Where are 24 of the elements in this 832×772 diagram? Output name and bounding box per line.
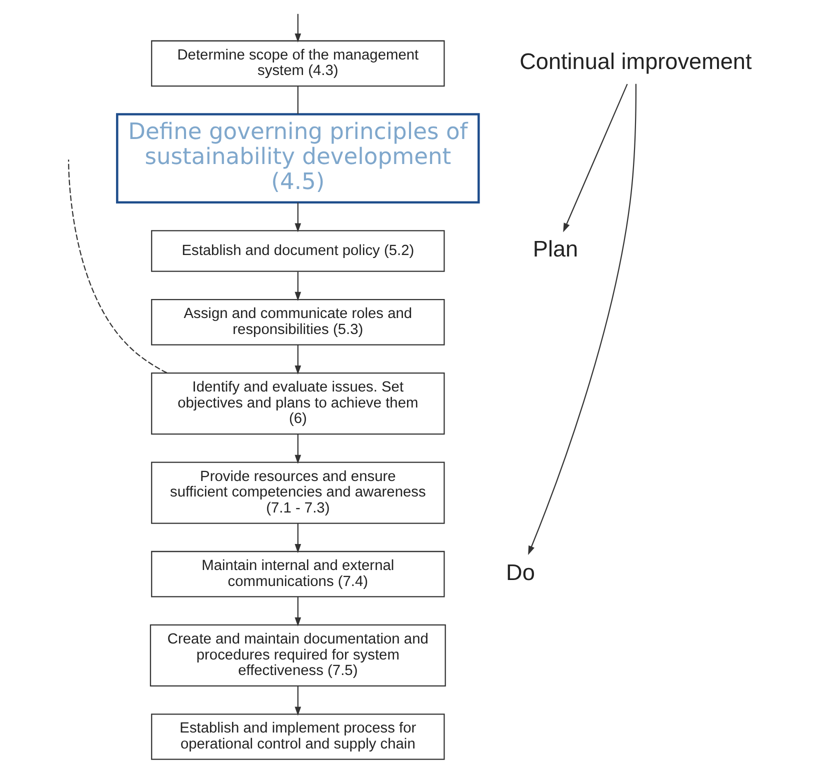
node-box: Determine scope of the management system (4.3) — [150, 40, 444, 87]
arrow — [528, 84, 636, 555]
node-text: Do — [506, 560, 534, 585]
node-box: Establish and document policy (5.2) — [150, 230, 444, 272]
arrow — [294, 272, 301, 301]
arrow — [294, 14, 301, 43]
node-box: Identify and evaluate issues. Set objectives and plans to achieve them (6) — [150, 372, 444, 435]
arrow — [294, 686, 301, 716]
arrow — [294, 434, 301, 464]
node-text: Continual improvement — [519, 49, 752, 74]
arrow — [294, 344, 301, 374]
connector — [296, 86, 298, 114]
arrow — [294, 523, 301, 554]
node-box: Maintain internal and external communications (7.4) — [150, 550, 444, 598]
node-box: Assign and communicate roles and responsibilities (5.3) — [150, 299, 444, 346]
node-box: Provide resources and ensure sufficient competencies and awareness (7.1 - 7.3) — [150, 462, 444, 524]
arrow — [562, 84, 628, 232]
node-box: Create and maintain documentation and procedures required for system effectiveness (7.5) — [149, 624, 446, 686]
node-text: Plan — [532, 236, 578, 262]
node-box: Define governing principles of sustainability development (4.5) — [116, 113, 480, 204]
node-box: Establish and implement process for operational control and supply chain — [150, 714, 444, 760]
arrow — [294, 202, 301, 232]
connector — [68, 160, 167, 374]
arrow — [294, 596, 301, 626]
